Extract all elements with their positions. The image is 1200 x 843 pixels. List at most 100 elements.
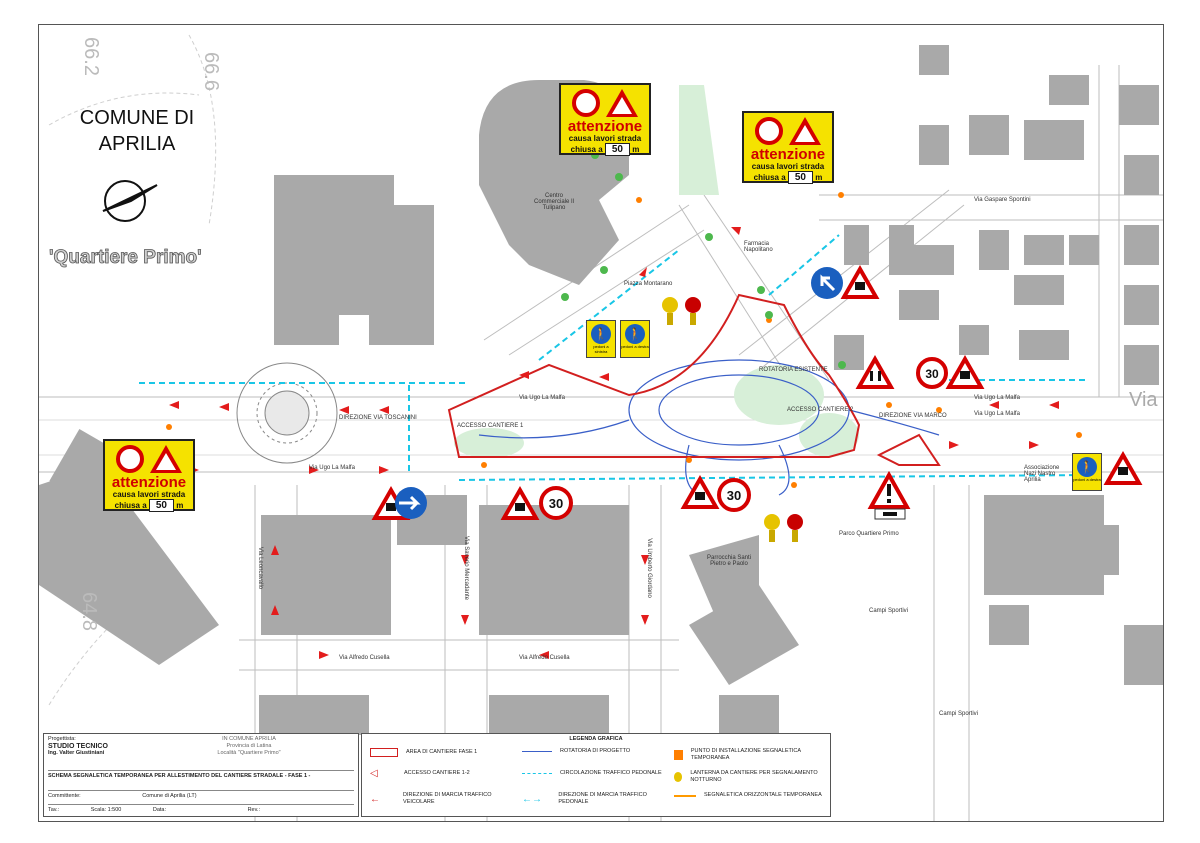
map-label: Campi Sportivi: [939, 711, 979, 717]
rev-label: Rev.:: [247, 807, 260, 813]
legend-label: CIRCOLAZIONE TRAFFICO PEDONALE: [560, 770, 662, 776]
map-label: Associazione Nazi Nastro Aprilia: [1024, 465, 1060, 483]
legend-item: PUNTO DI INSTALLAZIONE SEGNALETICA TEMPO…: [674, 748, 824, 762]
sign-distance: 50: [604, 143, 630, 156]
speed-limit-value: 30: [727, 488, 741, 503]
sign-distance: 50: [148, 499, 174, 512]
legend-symbol: [674, 750, 683, 760]
legend-label: ACCESSO CANTIERE 1-2: [404, 770, 470, 776]
municipality-line2: APRILIA: [98, 133, 176, 155]
speed-limit-icon: 30: [539, 486, 573, 520]
legend-symbol: ◁: [370, 768, 378, 779]
engineer-name: Ing. Valter Giustiniani: [48, 750, 105, 756]
legend-item: AREA DI CANTIERE FASE 1: [370, 748, 520, 757]
sign-line: chiusa a: [114, 501, 147, 510]
site-plan-map: [39, 34, 1163, 821]
drawing-phase: - FASE 1 -: [284, 773, 311, 779]
roadwork-icon: [789, 117, 821, 145]
map-label: DIREZIONE VIA MARCO: [879, 413, 947, 419]
client-line: Località "Quartiere Primo": [217, 750, 281, 756]
legend-symbol: ←: [370, 793, 380, 805]
attenzione-sign: attenzione causa lavori strada chiusa a …: [559, 83, 651, 156]
sign-unit: m: [176, 501, 184, 510]
legend-symbol: [370, 748, 398, 757]
mandatory-direction-icon: [811, 267, 843, 299]
map-label: ROTATORIA ESISTENTE: [759, 367, 828, 373]
roadwork-warning-icon: [500, 485, 540, 520]
attenzione-sign: attenzione causa lavori strada chiusa a …: [103, 439, 195, 512]
sign-line: causa lavori strada: [568, 134, 642, 143]
committente-value: Comune di Aprilia (LT): [142, 793, 197, 799]
legend-symbol: [522, 773, 552, 774]
map-label: Parrocchia Santi Pietro e Paolo: [706, 555, 752, 567]
sign-text: pedoni a sinistra: [593, 344, 609, 354]
sign-title: attenzione: [111, 474, 187, 491]
worksite-area: [447, 293, 941, 466]
no-entry-icon: [572, 89, 600, 117]
speed-limit-icon: 30: [717, 478, 751, 512]
sign-line: causa lavori strada: [112, 490, 186, 499]
park-sign-icon: [874, 508, 906, 520]
worksite-lantern-icon: [764, 514, 780, 542]
roadwork-warning-icon: [1103, 450, 1143, 485]
left-roundabout: [236, 362, 338, 464]
road-signs: 30 30 30: [371, 264, 1143, 542]
map-label: Via Gaspare Spontini: [974, 197, 1031, 203]
worksite-lantern-icon: [685, 297, 701, 325]
narrowing-warning-icon: [855, 354, 895, 389]
title-block: Progettista: STUDIO TECNICO Ing. Valter …: [43, 733, 359, 817]
buildings: [39, 45, 1163, 735]
scale-value: 1:500: [107, 807, 122, 813]
legend-item: ← DIREZIONE DI MARCIA TRAFFICO VEICOLARE: [370, 792, 520, 806]
date-label: Data:: [152, 807, 167, 813]
legend-title: LEGENDA GRAFICA: [569, 736, 623, 742]
legend-symbol: [522, 751, 552, 752]
temporary-sign-points: [166, 192, 1082, 488]
pedestrian-icon: 🚶: [625, 324, 645, 344]
sign-text: pedoni a destra: [1073, 477, 1101, 482]
pedestrian-left-sign: 🚶 pedoni a sinistra: [586, 320, 616, 358]
sign-title: attenzione: [567, 118, 643, 135]
legend-label: AREA DI CANTIERE FASE 1: [406, 749, 478, 755]
municipality-title: COMUNE DI APRILIA: [67, 105, 207, 157]
client-line: Provincia di Latina: [226, 743, 272, 749]
map-label: ACCESSO CANTIERE 1: [457, 423, 524, 429]
tavola-label: Tav.:: [48, 807, 60, 813]
roadwork-icon: [606, 89, 638, 117]
legend-symbol: [674, 794, 696, 797]
legend-symbol: ←→: [522, 793, 542, 805]
worksite-lantern-icon: [787, 514, 803, 542]
map-label: Via Ugo La Malfa: [974, 395, 1020, 401]
municipality-line1: COMUNE DI: [79, 107, 195, 129]
north-arrow-icon: [102, 180, 158, 222]
map-label: Via Saverio Mercadante: [462, 536, 469, 600]
project-roundabout: [478, 359, 940, 496]
sign-unit: m: [815, 173, 823, 182]
worksite-lantern-icon: [662, 297, 678, 325]
map-label: Piazza Montarano: [624, 281, 673, 287]
roadwork-warning-icon: [840, 264, 880, 299]
sign-line: chiusa a: [570, 145, 603, 154]
mandatory-direction-icon: [395, 487, 427, 519]
speed-limit-value: 30: [549, 496, 563, 511]
attenzione-sign: attenzione causa lavori strada chiusa a …: [742, 111, 834, 184]
roadwork-warning-icon: [680, 474, 720, 509]
pedestrian-route: [139, 234, 1090, 481]
pedestrian-right-sign: 🚶 pedoni a destra: [1072, 453, 1102, 491]
sign-distance: 50: [787, 171, 813, 184]
map-label: Parco Quartiere Primo: [839, 531, 899, 537]
map-sheet: COMUNE DI APRILIA 'Quartiere Primo' 66.2…: [38, 24, 1164, 822]
danger-warning-icon: [867, 470, 911, 509]
map-label: Via Ugo La Malfa: [309, 465, 355, 471]
drawing-description: SCHEMA SEGNALETICA TEMPORANEA PER ALLEST…: [48, 773, 284, 779]
legend-item: ◁ ACCESSO CANTIERE 1-2: [370, 768, 520, 779]
legend-item: ←→ DIREZIONE DI MARCIA TRAFFICO PEDONALE: [522, 792, 672, 806]
map-label: Farmacia Napolitano: [744, 241, 773, 253]
owner-label: Progettista:: [48, 736, 76, 742]
legend-label: DIREZIONE DI MARCIA TRAFFICO PEDONALE: [558, 792, 647, 805]
client-line: IN COMUNE APRILIA: [222, 736, 276, 742]
pedestrian-icon: 🚶: [591, 324, 611, 344]
map-label: Via Alfredo Cusella: [519, 655, 570, 661]
sign-text: pedoni a destra: [621, 344, 649, 349]
sign-unit: m: [632, 145, 640, 154]
